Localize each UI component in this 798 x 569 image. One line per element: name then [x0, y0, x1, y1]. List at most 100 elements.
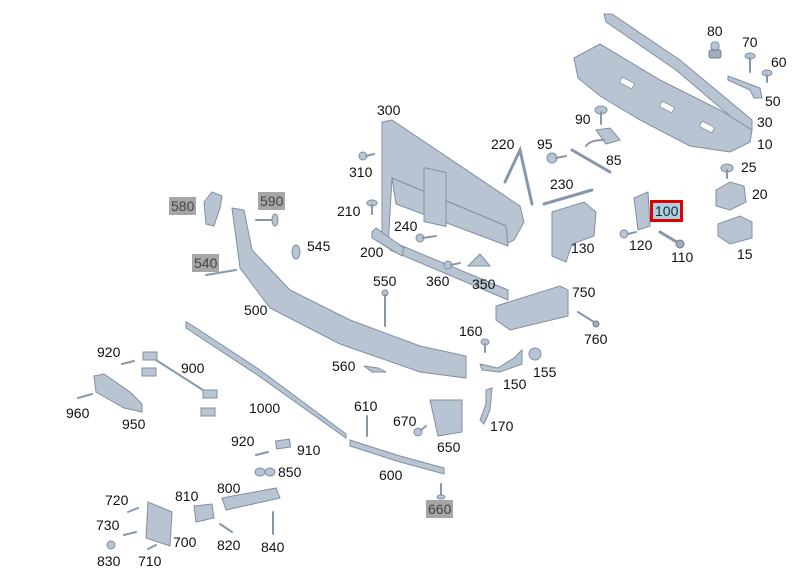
callout-760[interactable]: 760	[584, 331, 608, 347]
callout-15[interactable]: 15	[737, 246, 753, 262]
callout-310[interactable]: 310	[349, 164, 373, 180]
callout-900[interactable]: 900	[181, 360, 205, 376]
part-50-bracket[interactable]	[727, 75, 763, 99]
part-670-bolt[interactable]	[413, 425, 427, 437]
part-350-bracket[interactable]	[466, 253, 492, 267]
part-850-nuts[interactable]	[254, 467, 276, 477]
callout-80[interactable]: 80	[707, 23, 723, 39]
callout-1000[interactable]: 1000	[249, 400, 281, 416]
callout-120[interactable]: 120	[629, 237, 653, 253]
part-590-screw[interactable]	[255, 213, 279, 227]
part-720-screw[interactable]	[127, 507, 139, 513]
part-600-lower-beam[interactable]	[349, 439, 445, 475]
part-300-front-carrier[interactable]	[381, 119, 525, 301]
part-170-bracket[interactable]	[479, 387, 493, 425]
callout-960[interactable]: 960	[66, 405, 90, 421]
callout-580[interactable]: 580	[169, 197, 197, 215]
part-220-strut[interactable]	[503, 145, 534, 206]
callout-545[interactable]: 545	[307, 238, 331, 254]
callout-600[interactable]: 600	[379, 467, 403, 483]
callout-60[interactable]: 60	[771, 54, 787, 70]
callout-720[interactable]: 720	[105, 492, 129, 508]
part-580-bracket[interactable]	[203, 191, 223, 227]
callout-350[interactable]: 350	[472, 276, 496, 292]
part-500-bumper-beam[interactable]	[231, 207, 467, 379]
part-545-nut[interactable]	[291, 244, 301, 260]
part-830-screw[interactable]	[106, 540, 116, 550]
callout-610[interactable]: 610	[354, 398, 378, 414]
callout-70[interactable]: 70	[742, 34, 758, 50]
part-710-screw[interactable]	[147, 544, 157, 550]
part-910-clip[interactable]	[274, 438, 292, 450]
part-150-bracket[interactable]	[479, 348, 523, 373]
callout-200[interactable]: 200	[360, 244, 384, 260]
callout-850[interactable]: 850	[278, 464, 302, 480]
part-60-screw[interactable]	[761, 69, 773, 83]
part-100-bracket[interactable]	[633, 191, 651, 231]
callout-920a[interactable]: 920	[97, 344, 121, 360]
part-650-bracket[interactable]	[429, 399, 463, 437]
part-15-bracket[interactable]	[717, 215, 753, 245]
callout-500[interactable]: 500	[244, 302, 268, 318]
callout-25[interactable]: 25	[741, 159, 757, 175]
callout-220[interactable]: 220	[491, 136, 515, 152]
part-85-bracket[interactable]	[570, 127, 621, 174]
callout-20[interactable]: 20	[752, 186, 768, 202]
part-560-clip[interactable]	[363, 365, 387, 373]
callout-230[interactable]: 230	[550, 176, 574, 192]
part-80-clip[interactable]	[708, 41, 722, 59]
callout-660[interactable]: 660	[426, 500, 454, 518]
part-1000-strip[interactable]	[185, 321, 347, 439]
callout-50[interactable]: 50	[765, 93, 781, 109]
part-210-screw[interactable]	[366, 199, 378, 215]
callout-650[interactable]: 650	[437, 439, 461, 455]
callout-160[interactable]: 160	[459, 323, 483, 339]
part-200-bracket[interactable]	[371, 227, 405, 257]
callout-170[interactable]: 170	[490, 418, 514, 434]
part-920-screw-a[interactable]	[121, 360, 135, 365]
callout-360[interactable]: 360	[426, 273, 450, 289]
callout-95[interactable]: 95	[537, 136, 553, 152]
callout-800[interactable]: 800	[217, 480, 241, 496]
callout-155[interactable]: 155	[533, 364, 557, 380]
callout-210[interactable]: 210	[337, 203, 361, 219]
part-240-bolt[interactable]	[415, 233, 437, 243]
callout-540[interactable]: 540	[192, 254, 220, 272]
callout-100[interactable]: 100	[649, 200, 684, 222]
part-70-bolt[interactable]	[744, 52, 756, 73]
part-820-bolt[interactable]	[219, 523, 233, 533]
callout-950[interactable]: 950	[122, 416, 146, 432]
part-110-bolt[interactable]	[658, 230, 685, 249]
callout-730[interactable]: 730	[96, 517, 120, 533]
part-120-bolt[interactable]	[619, 229, 637, 239]
callout-550[interactable]: 550	[373, 273, 397, 289]
part-160-screw[interactable]	[480, 338, 490, 353]
callout-920b[interactable]: 920	[231, 433, 255, 449]
part-760-bolt[interactable]	[577, 311, 600, 328]
part-25-screw[interactable]	[720, 163, 734, 179]
part-700-plate[interactable]	[145, 501, 173, 547]
callout-820[interactable]: 820	[217, 537, 241, 553]
callout-700[interactable]: 700	[173, 534, 197, 550]
part-155-nut[interactable]	[528, 347, 542, 361]
part-550-bolt[interactable]	[381, 289, 389, 327]
callout-150[interactable]: 150	[503, 376, 527, 392]
callout-840[interactable]: 840	[261, 539, 285, 555]
part-660-bolt[interactable]	[436, 483, 446, 500]
callout-130[interactable]: 130	[571, 240, 595, 256]
part-90-screw[interactable]	[594, 105, 608, 125]
part-900-bracket[interactable]	[141, 351, 218, 417]
callout-10[interactable]: 10	[757, 136, 773, 152]
callout-810[interactable]: 810	[175, 488, 199, 504]
part-540-bolt[interactable]	[205, 269, 237, 276]
part-960-bolt[interactable]	[77, 393, 93, 399]
callout-910[interactable]: 910	[297, 442, 321, 458]
callout-710[interactable]: 710	[138, 553, 162, 569]
part-920-screw-b[interactable]	[255, 451, 269, 456]
part-730-screw[interactable]	[123, 531, 137, 536]
part-310-screw[interactable]	[358, 151, 375, 161]
callout-90[interactable]: 90	[575, 111, 591, 127]
callout-85[interactable]: 85	[606, 152, 622, 168]
part-230-rod[interactable]	[542, 188, 594, 206]
callout-830[interactable]: 830	[97, 553, 121, 569]
